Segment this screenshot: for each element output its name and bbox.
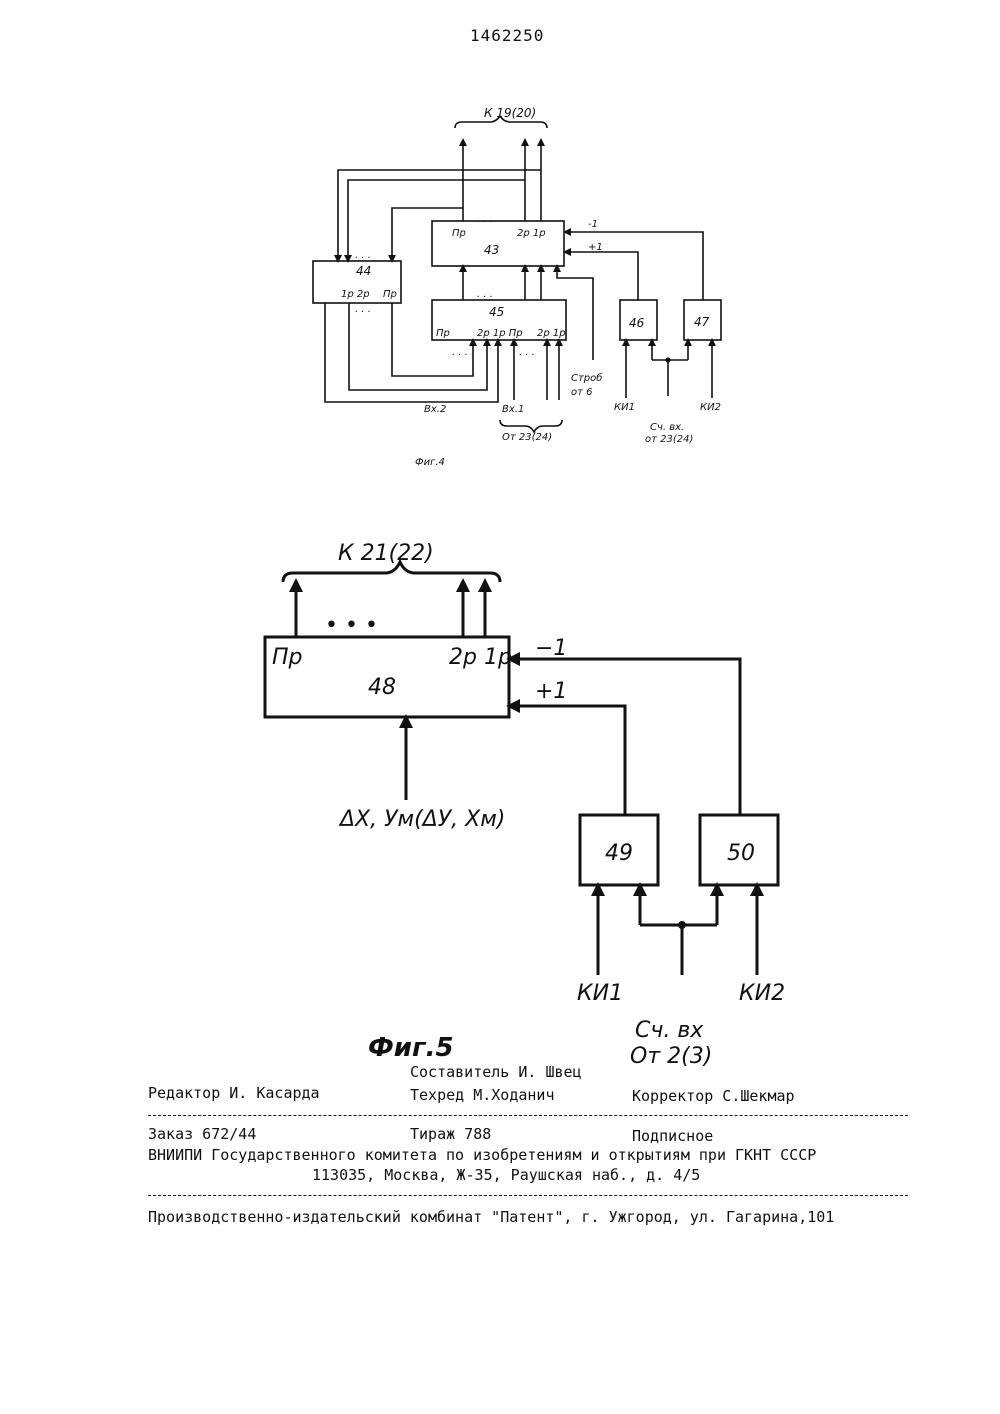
block-49-label: 49: [605, 841, 633, 866]
block-43-label: 43: [484, 243, 499, 257]
fig5-dots: • • •: [325, 613, 378, 638]
divider-2: [148, 1195, 908, 1196]
block-46-label: 46: [629, 316, 645, 330]
colophon-order: Заказ 672/44: [148, 1125, 256, 1143]
colophon-circulation: Тираж 788: [410, 1125, 491, 1143]
fig5-plus1: +1: [535, 679, 567, 704]
fig4-dots-45-in1: . . .: [452, 347, 468, 358]
fig5-ki2: КИ2: [739, 981, 785, 1006]
fig4-from-23: От 23(24): [502, 432, 552, 443]
fig4-bottom-brace: [500, 420, 562, 432]
fig5-caption: Фиг.5: [368, 1033, 454, 1063]
fig4-dots-45-in2: . . .: [519, 347, 535, 358]
fig4-ki2: КИ2: [700, 402, 721, 413]
fig4-dots-44: . . .: [355, 250, 371, 261]
fig4-plus1: +1: [588, 242, 603, 253]
colophon-address: 113035, Москва, Ж-35, Раушская наб., д. …: [312, 1166, 700, 1184]
fig5-input-main: ΔX, Ум(ΔУ, Хм): [338, 807, 505, 832]
fig4-caption: Фиг.4: [415, 457, 445, 468]
fig5-cnt-1: Сч. вх: [635, 1018, 704, 1043]
colophon-org: ВНИИПИ Государственного комитета по изоб…: [148, 1146, 816, 1164]
block-50-label: 50: [727, 841, 755, 866]
fig5-cnt-2: От 2(3): [630, 1044, 712, 1069]
fig5-pin-pr: Пр: [272, 645, 303, 670]
fig4-minus1: -1: [588, 219, 598, 230]
fig4-target-label: К 19(20): [484, 106, 536, 120]
colophon-editor: Редактор И. Касарда: [148, 1084, 320, 1102]
fig4-dots-45: . . .: [477, 289, 493, 300]
fig4-pin-44-1p2p: 1р 2р: [341, 289, 370, 300]
block-47-label: 47: [694, 315, 710, 329]
colophon-techred: Техред М.Ходанич: [410, 1086, 555, 1104]
fig5-minus1: −1: [535, 636, 567, 661]
fig4-vx2: Вх.2: [424, 404, 446, 415]
fig4-dots-44b: . . .: [355, 304, 371, 315]
fig4-pin-45-mid: 2р 1р Пр: [477, 328, 523, 339]
fig4-pin-45-right: 2р 1р: [537, 328, 566, 339]
colophon-corrector: Корректор С.Шекмар: [632, 1087, 795, 1105]
fig4-strob-1: Строб: [571, 372, 602, 384]
figure-5-diagram: К 21(22) • • • Пр 2р 1р 48 49 50 −1 +1 Δ…: [0, 520, 1000, 1070]
fig4-vx1: Вх.1: [502, 404, 524, 415]
fig4-cnt-2: от 23(24): [645, 434, 693, 445]
fig5-target-label: К 21(22): [338, 541, 434, 566]
divider-1: [148, 1115, 908, 1116]
block-48-label: 48: [368, 675, 396, 700]
fig4-pin-43-2p1p: 2р 1р: [517, 228, 546, 239]
fig5-ki1: КИ1: [577, 981, 623, 1006]
colophon-compiler: Составитель И. Швец: [410, 1063, 582, 1081]
figure-4-diagram: К 19(20) 44 43 45 46 47 Пр 2р 1р . . . 1…: [0, 0, 1000, 480]
block-44-label: 44: [356, 264, 371, 278]
fig5-pin-2p1p: 2р 1р: [449, 645, 512, 670]
fig4-pin-44-pr: Пр: [383, 289, 397, 300]
fig4-cnt-1: Сч. вх.: [650, 422, 684, 433]
colophon-printer: Производственно-издательский комбинат "П…: [148, 1208, 834, 1226]
fig4-pin-43-pr: Пр: [452, 228, 466, 239]
fig4-dots-43: . . .: [477, 214, 493, 225]
fig4-pin-45-pr: Пр: [436, 328, 450, 339]
block-45-label: 45: [489, 305, 504, 319]
fig4-ki1: КИ1: [614, 402, 635, 413]
colophon-subscription: Подписное: [632, 1127, 713, 1145]
fig4-strob-2: от 6: [571, 387, 592, 398]
